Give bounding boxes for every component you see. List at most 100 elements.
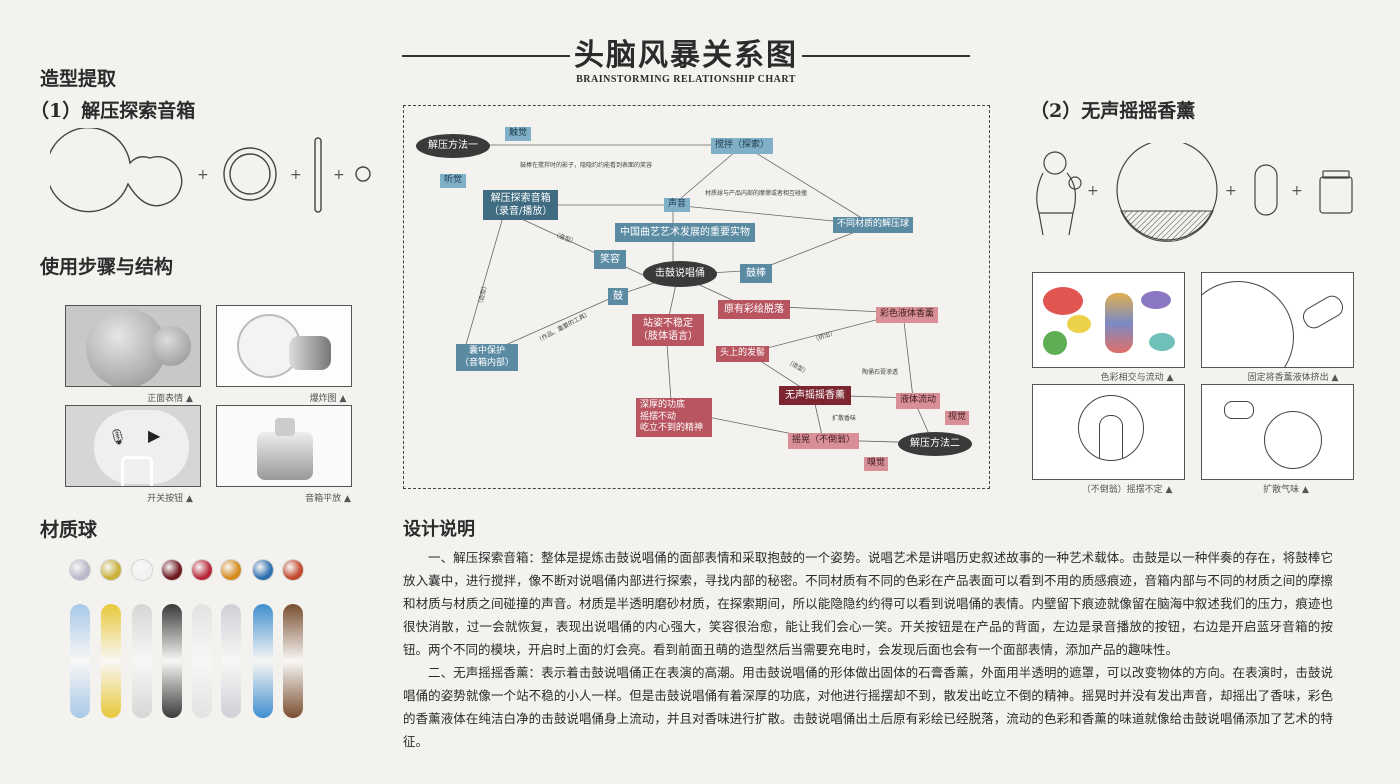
node-pouch-line1: 囊中保护 (469, 346, 506, 356)
material-bar (101, 604, 121, 718)
panel-squeeze-caption: 固定将香薰液体挤出 ▲ (1247, 373, 1339, 383)
material-ball (253, 560, 273, 580)
node-posture-line1: 站姿不稳定 (643, 318, 693, 329)
aroma-extraction-figure: + + + (1036, 143, 1353, 242)
panel-tumbler-caption: （不倒翁）摇摆不定 ▲ (1081, 485, 1173, 495)
shape-heading: 造型提取 (40, 68, 117, 90)
stick-shape (314, 137, 322, 213)
description-paragraph-2: 二、无声摇摇香薰：表示着击鼓说唱俑正在表演的高潮。用击鼓说唱俑的形体做出固体的石… (403, 665, 1333, 749)
figurine-drum (1068, 176, 1082, 190)
node-speaker-line2: （录音/播放） (489, 206, 553, 217)
material-bar (283, 604, 303, 718)
blob-green (1043, 331, 1067, 355)
node-shake: 摇晃（不倒翁） (788, 433, 860, 449)
material-ball (101, 560, 121, 580)
node-spirit-line1: 深厚的功底 (640, 400, 686, 410)
blob-yellow (1067, 315, 1091, 333)
squeeze-capsule (1299, 291, 1347, 333)
page-title: 头脑风暴关系图 (574, 38, 798, 73)
diagram-frame (403, 105, 990, 489)
title-line-right (802, 55, 970, 57)
product1-title: （1）解压探索音箱 (30, 100, 196, 122)
squeeze-sphere (1202, 281, 1294, 367)
node-sound: 声音 (664, 198, 691, 212)
panel-tumbler (1032, 384, 1185, 480)
blob-teal (1149, 333, 1175, 351)
figurine-body (1036, 172, 1077, 236)
material-bar (221, 604, 241, 718)
node-speaker: 解压探索音箱 （录音/播放） (483, 190, 559, 220)
photo-front-caption: 正面表情 ▲ (147, 394, 193, 404)
node-figure: 击鼓说唱俑 (643, 261, 717, 287)
material-ball (221, 560, 241, 580)
front-face-bump (151, 326, 191, 366)
photo-exploded-caption: 爆炸图 ▲ (309, 394, 347, 404)
material-bars (70, 604, 310, 720)
node-aroma: 无声摇摇香薰 (779, 386, 851, 405)
blob-red (1043, 287, 1083, 315)
photo-flat-caption: 音箱平放 ▲ (305, 494, 351, 504)
material-bar (132, 604, 152, 718)
plus-1: + (197, 167, 209, 183)
play-icon: ▶ (148, 426, 161, 445)
panel-color-flow-caption: 色彩相交与流动 ▲ (1100, 373, 1174, 383)
figurine-color (1105, 293, 1133, 353)
node-spirit-line2: 摇摆不动 (640, 411, 677, 422)
node-liquid: 彩色液体香薰 (876, 307, 939, 323)
material-ball (132, 560, 152, 580)
node-touch: 触觉 (505, 127, 532, 141)
node-paint: 原有彩绘脱落 (718, 300, 790, 319)
material-ball (192, 560, 212, 580)
mic-icon: 🎙 (108, 428, 128, 446)
switch-base (94, 410, 189, 484)
node-method2: 解压方法二 (898, 432, 972, 456)
panel-diffuse-caption: 扩散气味 ▲ (1263, 485, 1309, 495)
photo-switch-caption: 开关按钮 ▲ (147, 494, 193, 504)
material-bar (192, 604, 212, 718)
node-stir: 搅拌（探索） (711, 138, 774, 154)
node-posture-line2: （肢体语言） (638, 331, 698, 342)
node-hair: 头上的发髻 (716, 346, 770, 362)
node-hearing: 听觉 (440, 174, 467, 188)
material-heading: 材质球 (40, 519, 98, 541)
node-vision: 视觉 (945, 411, 970, 425)
blob-purple (1141, 291, 1171, 309)
jar-body (1319, 176, 1353, 214)
photo-front (65, 305, 201, 387)
material-bar (253, 604, 273, 718)
plus-2: + (290, 167, 302, 183)
product2-title: （2）无声摇摇香薰 (1030, 100, 1196, 122)
node-spirit-line3: 屹立不到的精神 (640, 423, 704, 434)
node-pouch-line2: （音箱内部） (460, 357, 515, 368)
node-materials: 不同材质的解压球 (833, 217, 914, 233)
plus-6: + (1291, 183, 1303, 199)
node-opera: 中国曲艺艺术发展的重要实物 (615, 223, 755, 242)
panel-diffuse (1201, 384, 1354, 480)
cable (121, 456, 153, 486)
material-ball (162, 560, 182, 580)
photo-switch: 🎙 ▶ (65, 405, 201, 487)
note-friction: 材质球与产品内部的摩擦或者相互碰撞 (705, 190, 808, 197)
note-plaster: 陶俑石膏渗透 (862, 369, 899, 376)
node-pouch: 囊中保护 （音箱内部） (456, 344, 519, 372)
note-diffuse: 扩散香味 (832, 415, 857, 422)
ring-outer (223, 147, 277, 201)
diffuse-sphere (1264, 411, 1322, 469)
flat-top (275, 418, 295, 436)
plus-3: + (333, 167, 345, 183)
panel-squeeze (1201, 272, 1354, 368)
photo-flat (216, 405, 352, 487)
figurine-head (1043, 151, 1067, 175)
material-bar (70, 604, 90, 718)
photo-exploded (216, 305, 352, 387)
node-smell: 嗅觉 (864, 457, 889, 471)
capsule-shape (1254, 164, 1278, 216)
node-spirit: 深厚的功底 摇摆不动 屹立不到的精神 (636, 398, 712, 438)
material-balls (70, 560, 310, 582)
description-body: 一、解压探索音箱：整体是提炼击鼓说唱俑的面部表情和采取抱鼓的一个姿势。说唱艺术是… (403, 546, 1333, 753)
tumbler-inner (1099, 415, 1123, 458)
node-flow: 液体流动 (896, 393, 941, 409)
title-line-left (402, 55, 570, 57)
flat-body (257, 432, 313, 480)
diffuse-cloud (1224, 401, 1254, 419)
